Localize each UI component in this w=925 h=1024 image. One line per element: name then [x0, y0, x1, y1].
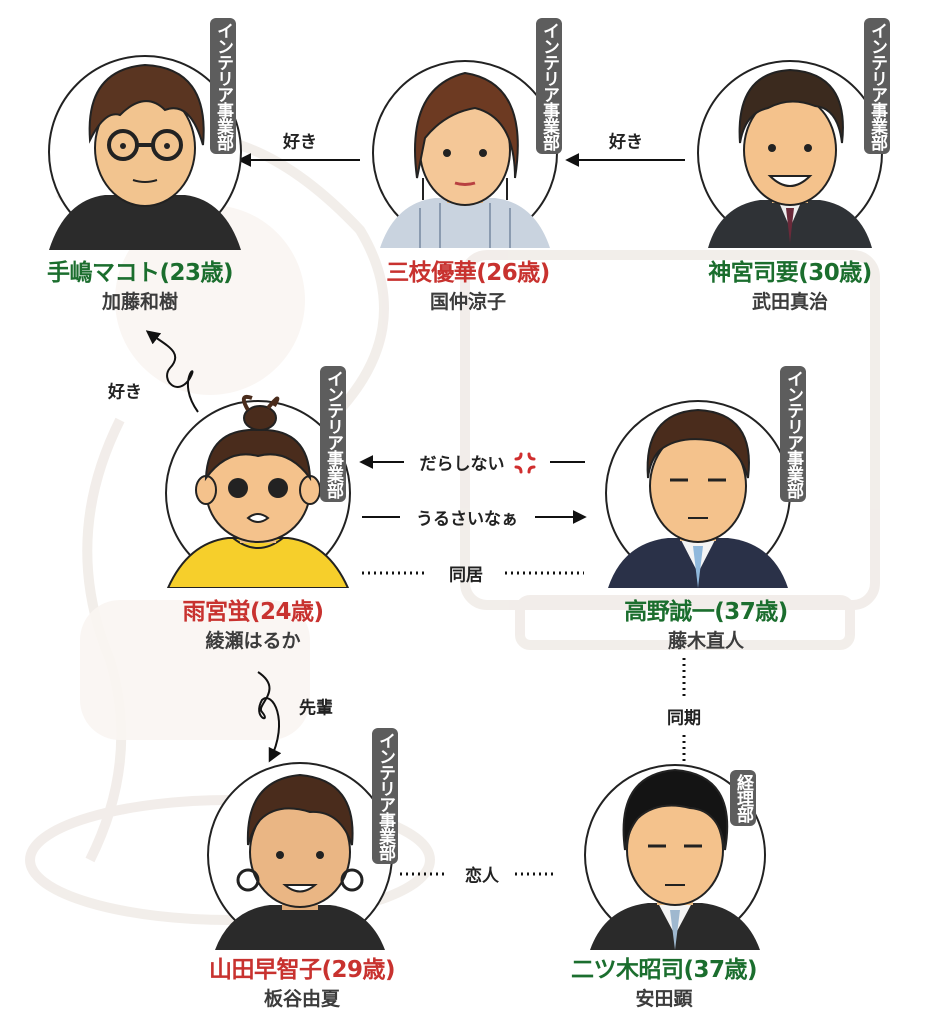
takano-actor-name: 藤木直人: [667, 630, 745, 652]
relation-label-yamada-futatsugi: 恋人: [465, 866, 499, 887]
takano-role-name: 高野誠一(37歳): [624, 599, 788, 625]
amamiya-dept-badge: インテリア事業部: [320, 366, 346, 502]
tejima-dept-badge: インテリア事業部: [210, 18, 236, 154]
relation-label-jingu-saegusa: 好き: [609, 132, 643, 153]
saegusa-role-name: 三枝優華(26歳): [386, 260, 550, 286]
amamiya-role-name: 雨宮蛍(24歳): [182, 599, 324, 625]
takano-portrait: [605, 400, 791, 588]
tejima-portrait: [48, 55, 242, 250]
yamada-actor-name: 板谷由夏: [263, 988, 341, 1010]
tejima-actor-name: 加藤和樹: [101, 291, 179, 313]
jingu-actor-name: 武田真治: [751, 291, 829, 313]
relation-label-amamiya-tejima: 好き: [108, 382, 142, 403]
amamiya-actor-name: 綾瀬はるか: [205, 630, 301, 652]
jingu-portrait: [697, 60, 883, 248]
arrow-amamiya-tejima: [145, 330, 199, 413]
amamiya-portrait: [165, 394, 351, 588]
jingu-dept-badge: インテリア事業部: [864, 18, 890, 154]
takano-dept-badge: インテリア事業部: [780, 366, 806, 502]
saegusa-dept-badge: インテリア事業部: [536, 18, 562, 154]
anger-mark-icon: [514, 452, 536, 474]
relation-label-saegusa-tejima: 好き: [283, 132, 317, 153]
relation-label-amamiya-yamada: 先輩: [299, 698, 333, 719]
arrow-amamiya-yamada: [257, 671, 282, 763]
jingu-role-name: 神宮司要(30歳): [708, 260, 872, 286]
tejima-role-name: 手嶋マコト(23歳): [46, 260, 234, 286]
relation-label-amamiya-takano: うるさいなぁ: [416, 509, 518, 530]
yamada-portrait: [207, 762, 393, 950]
saegusa-actor-name: 国仲涼子: [429, 291, 507, 313]
saegusa-portrait: [372, 60, 558, 248]
relation-label-live-together: 同居: [449, 565, 483, 586]
futatsugi-role-name: 二ツ木昭司(37歳): [570, 957, 758, 983]
yamada-role-name: 山田早智子(29歳): [208, 957, 396, 983]
futatsugi-actor-name: 安田顕: [635, 988, 693, 1010]
relation-label-takano-futatsugi: 同期: [667, 708, 701, 729]
futatsugi-portrait: [584, 764, 766, 950]
relation-label-takano-amamiya: だらしない: [419, 454, 505, 475]
futatsugi-dept-badge: 経理部: [730, 770, 756, 826]
yamada-dept-badge: インテリア事業部: [372, 728, 398, 864]
